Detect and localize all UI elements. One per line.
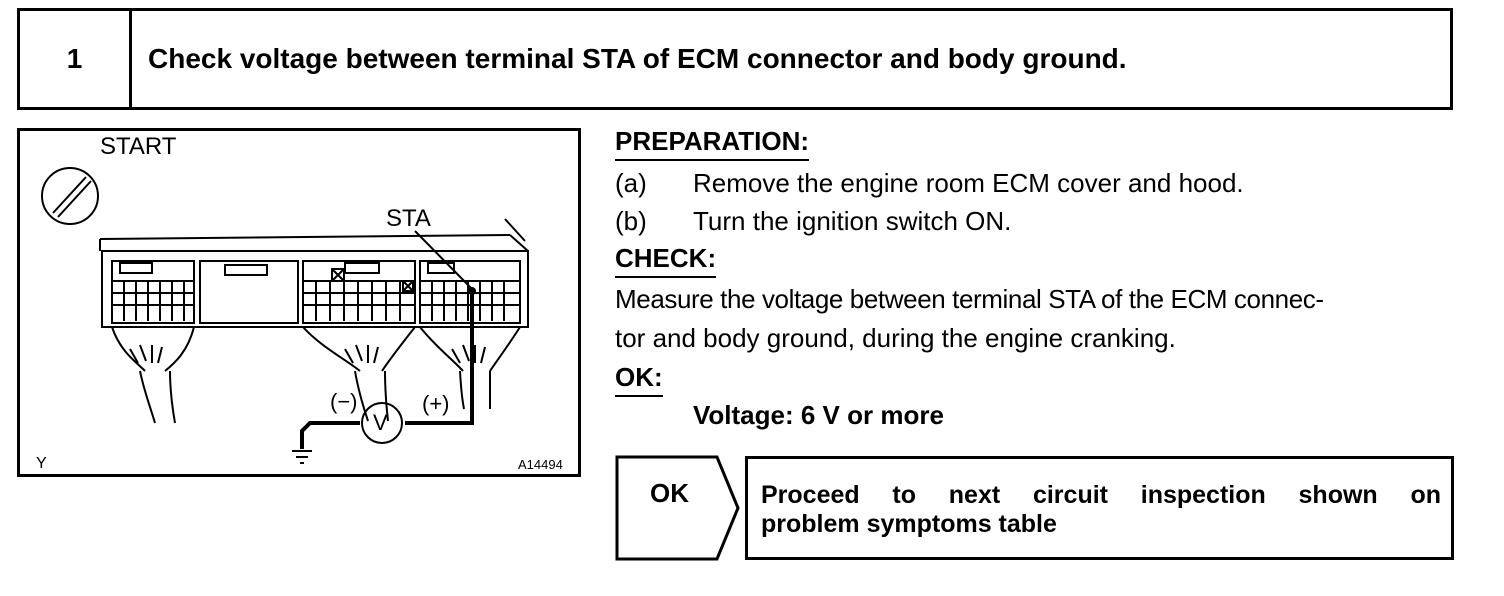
ecm-connector-d [419, 260, 521, 324]
step-number: 1 [20, 11, 132, 107]
label-start: START [100, 133, 177, 160]
figure-id: A14494 [518, 457, 563, 472]
step-title: Check voltage between terminal STA of EC… [148, 43, 1127, 74]
result-ok-label: OK [650, 478, 689, 508]
preparation-heading: PREPARATION: [615, 126, 810, 161]
wire-harness-middle [302, 326, 416, 422]
label-y: Y [36, 455, 47, 472]
result-text-line1: Proceed to next circuit inspection shown… [761, 481, 1441, 509]
label-sta: STA [386, 205, 431, 232]
check-text-line2: tor and body ground, during the engine c… [615, 323, 1176, 353]
preparation-item-a: (a)Remove the engine room ECM cover and … [615, 168, 1244, 198]
sta-terminal-probe-icon [468, 287, 476, 295]
check-heading: CHECK: [615, 243, 717, 278]
ecm-connector-c [302, 260, 416, 324]
voltmeter-label: V [373, 410, 388, 435]
wire-harness-left [111, 326, 195, 424]
wire-harness-right [419, 326, 521, 410]
ok-heading: OK: [615, 362, 663, 397]
ecm-connector-b [199, 260, 299, 324]
result-action-box: Proceed to next circuit inspection shown… [745, 456, 1454, 560]
ignition-key-icon [41, 167, 99, 225]
check-text-line1: Measure the voltage between terminal STA… [615, 284, 1324, 314]
wiring-illustration: START STA (−) (+) V Y A14494 [17, 128, 581, 477]
sta-leader-line [414, 230, 473, 290]
ecm-connector-diagram [41, 167, 529, 464]
voltmeter-icon [361, 402, 403, 444]
ecm-housing [99, 218, 529, 328]
step-header: 1 Check voltage between terminal STA of … [17, 8, 1453, 110]
label-minus: (−) [330, 389, 358, 414]
ok-spec: Voltage: 6 V or more [693, 400, 944, 430]
ecm-connector-a [111, 260, 195, 324]
label-plus: (+) [422, 391, 450, 416]
result-arrow-shape [615, 455, 740, 561]
test-leads [300, 291, 474, 449]
result-text-line2: problem symptoms table [761, 510, 1057, 538]
preparation-item-b: (b)Turn the ignition switch ON. [615, 206, 1012, 236]
ground-symbol-icon [292, 450, 312, 464]
